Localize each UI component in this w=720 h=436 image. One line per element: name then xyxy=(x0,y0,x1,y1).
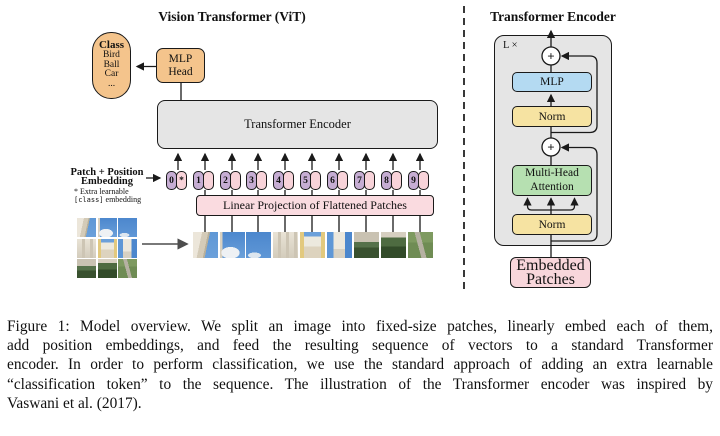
image-patch-2 xyxy=(219,232,245,258)
class-item-car: Car xyxy=(104,69,119,80)
note-line2-rest: embedding xyxy=(103,195,142,204)
token-position: 0 xyxy=(166,171,177,190)
mlp-head-box: MLP Head xyxy=(156,48,205,83)
token-7: 7 xyxy=(354,171,375,190)
image-patch-9 xyxy=(407,232,433,258)
token-5: 5 xyxy=(300,171,321,190)
token-embedding xyxy=(364,171,375,190)
norm-bottom-label: Norm xyxy=(538,218,566,231)
token-position: 9 xyxy=(408,171,419,190)
token-embedding xyxy=(203,171,214,190)
caption-line: Vaswani et al. (2017). xyxy=(7,394,142,412)
mha-line2: Attention xyxy=(530,180,574,193)
vit-diagram: Class Bird Ball Car ... MLP Head Transfo… xyxy=(63,32,612,288)
image-patch-7 xyxy=(353,232,379,258)
left-panel-title: Vision Transformer (ViT) xyxy=(158,9,306,24)
grid-cell xyxy=(118,218,137,237)
patch-position-embedding-label: Patch + Position Embedding xyxy=(63,167,151,187)
token-position: 2 xyxy=(220,171,231,190)
token-embedding xyxy=(283,171,294,190)
token-6: 6 xyxy=(327,171,348,190)
token-position: 3 xyxy=(246,171,257,190)
note-line1: * Extra learnable xyxy=(74,187,129,196)
token-3: 3 xyxy=(246,171,267,190)
grid-cell xyxy=(97,238,117,258)
image-patch-5 xyxy=(299,232,325,258)
token-0-class: 0* xyxy=(166,171,187,190)
token-4: 4 xyxy=(273,171,294,190)
grid-cell xyxy=(77,238,96,258)
caption-line: “classification token” to the sequence. … xyxy=(7,375,713,393)
class-heading: Class xyxy=(98,39,125,51)
image-patch-1 xyxy=(192,232,218,258)
grid-cell xyxy=(97,259,117,278)
token-embedding xyxy=(418,171,429,190)
mlp-head-line1: MLP xyxy=(168,52,193,65)
class-token-note: * Extra learnable [class] embedding xyxy=(74,187,184,205)
token-8: 8 xyxy=(381,171,402,190)
figure-caption: Figure 1: Model overview. We split an im… xyxy=(7,317,713,413)
grid-cell xyxy=(77,259,96,278)
linear-projection-box: Linear Projection of Flattened Patches xyxy=(196,195,434,216)
image-patch-8 xyxy=(380,232,406,258)
embedded-line2: Patches xyxy=(526,270,575,288)
patch-position-line2: Embedding xyxy=(81,176,133,187)
token-position: 6 xyxy=(327,171,338,190)
class-item-ball: Ball xyxy=(103,59,120,70)
class-item-ellipsis: ... xyxy=(107,78,116,89)
token-position: 1 xyxy=(193,171,204,190)
mlp-head-line2: Head xyxy=(168,65,193,78)
note-class-code: [class] xyxy=(74,196,104,204)
token-embedding xyxy=(230,171,241,190)
caption-line: add position embeddings, and feed the re… xyxy=(7,337,713,355)
class-item-bird: Bird xyxy=(103,50,120,60)
token-position: 7 xyxy=(354,171,365,190)
class-output-box: Class Bird Ball Car ... xyxy=(92,32,131,99)
embedded-patches-box: Embedded Patches xyxy=(510,257,591,288)
norm-block-top: Norm xyxy=(512,106,592,127)
token-embedding xyxy=(391,171,402,190)
right-panel-title: Transformer Encoder xyxy=(490,9,616,24)
mha-line1: Multi-Head xyxy=(525,167,579,179)
token-position: 5 xyxy=(300,171,311,190)
image-patch-4 xyxy=(272,232,298,258)
token-1: 1 xyxy=(193,171,214,190)
token-9: 9 xyxy=(408,171,429,190)
mlp-block: MLP xyxy=(512,72,592,92)
token-position: 8 xyxy=(381,171,392,190)
norm-block-bottom: Norm xyxy=(512,214,592,235)
token-embedding: * xyxy=(176,171,187,190)
grid-cell xyxy=(97,218,117,237)
grid-cell xyxy=(118,238,137,258)
multi-head-attention-block: Multi-Head Attention xyxy=(512,165,592,196)
image-patch-3 xyxy=(245,232,271,258)
grid-cell xyxy=(77,218,96,237)
token-2: 2 xyxy=(220,171,241,190)
token-embedding xyxy=(337,171,348,190)
caption-line: encoder. In order to perform classificat… xyxy=(7,356,713,374)
token-embedding xyxy=(256,171,267,190)
grid-cell xyxy=(118,259,137,278)
norm-top-label: Norm xyxy=(538,110,566,123)
repeat-count-label: L × xyxy=(503,40,518,51)
source-image-grid xyxy=(77,218,137,278)
transformer-encoder-box: Transformer Encoder xyxy=(157,100,438,149)
token-position: 4 xyxy=(273,171,284,190)
patch-position-line1: Patch + Position xyxy=(70,167,144,178)
caption-line: Figure 1: Model overview. We split an im… xyxy=(7,318,713,335)
image-patch-6 xyxy=(326,232,352,258)
transformer-encoder-label: Transformer Encoder xyxy=(244,117,351,131)
linear-projection-label: Linear Projection of Flattened Patches xyxy=(223,198,407,212)
embedded-line1: Embedded xyxy=(516,257,585,274)
token-embedding xyxy=(310,171,321,190)
mlp-label: MLP xyxy=(540,76,564,88)
